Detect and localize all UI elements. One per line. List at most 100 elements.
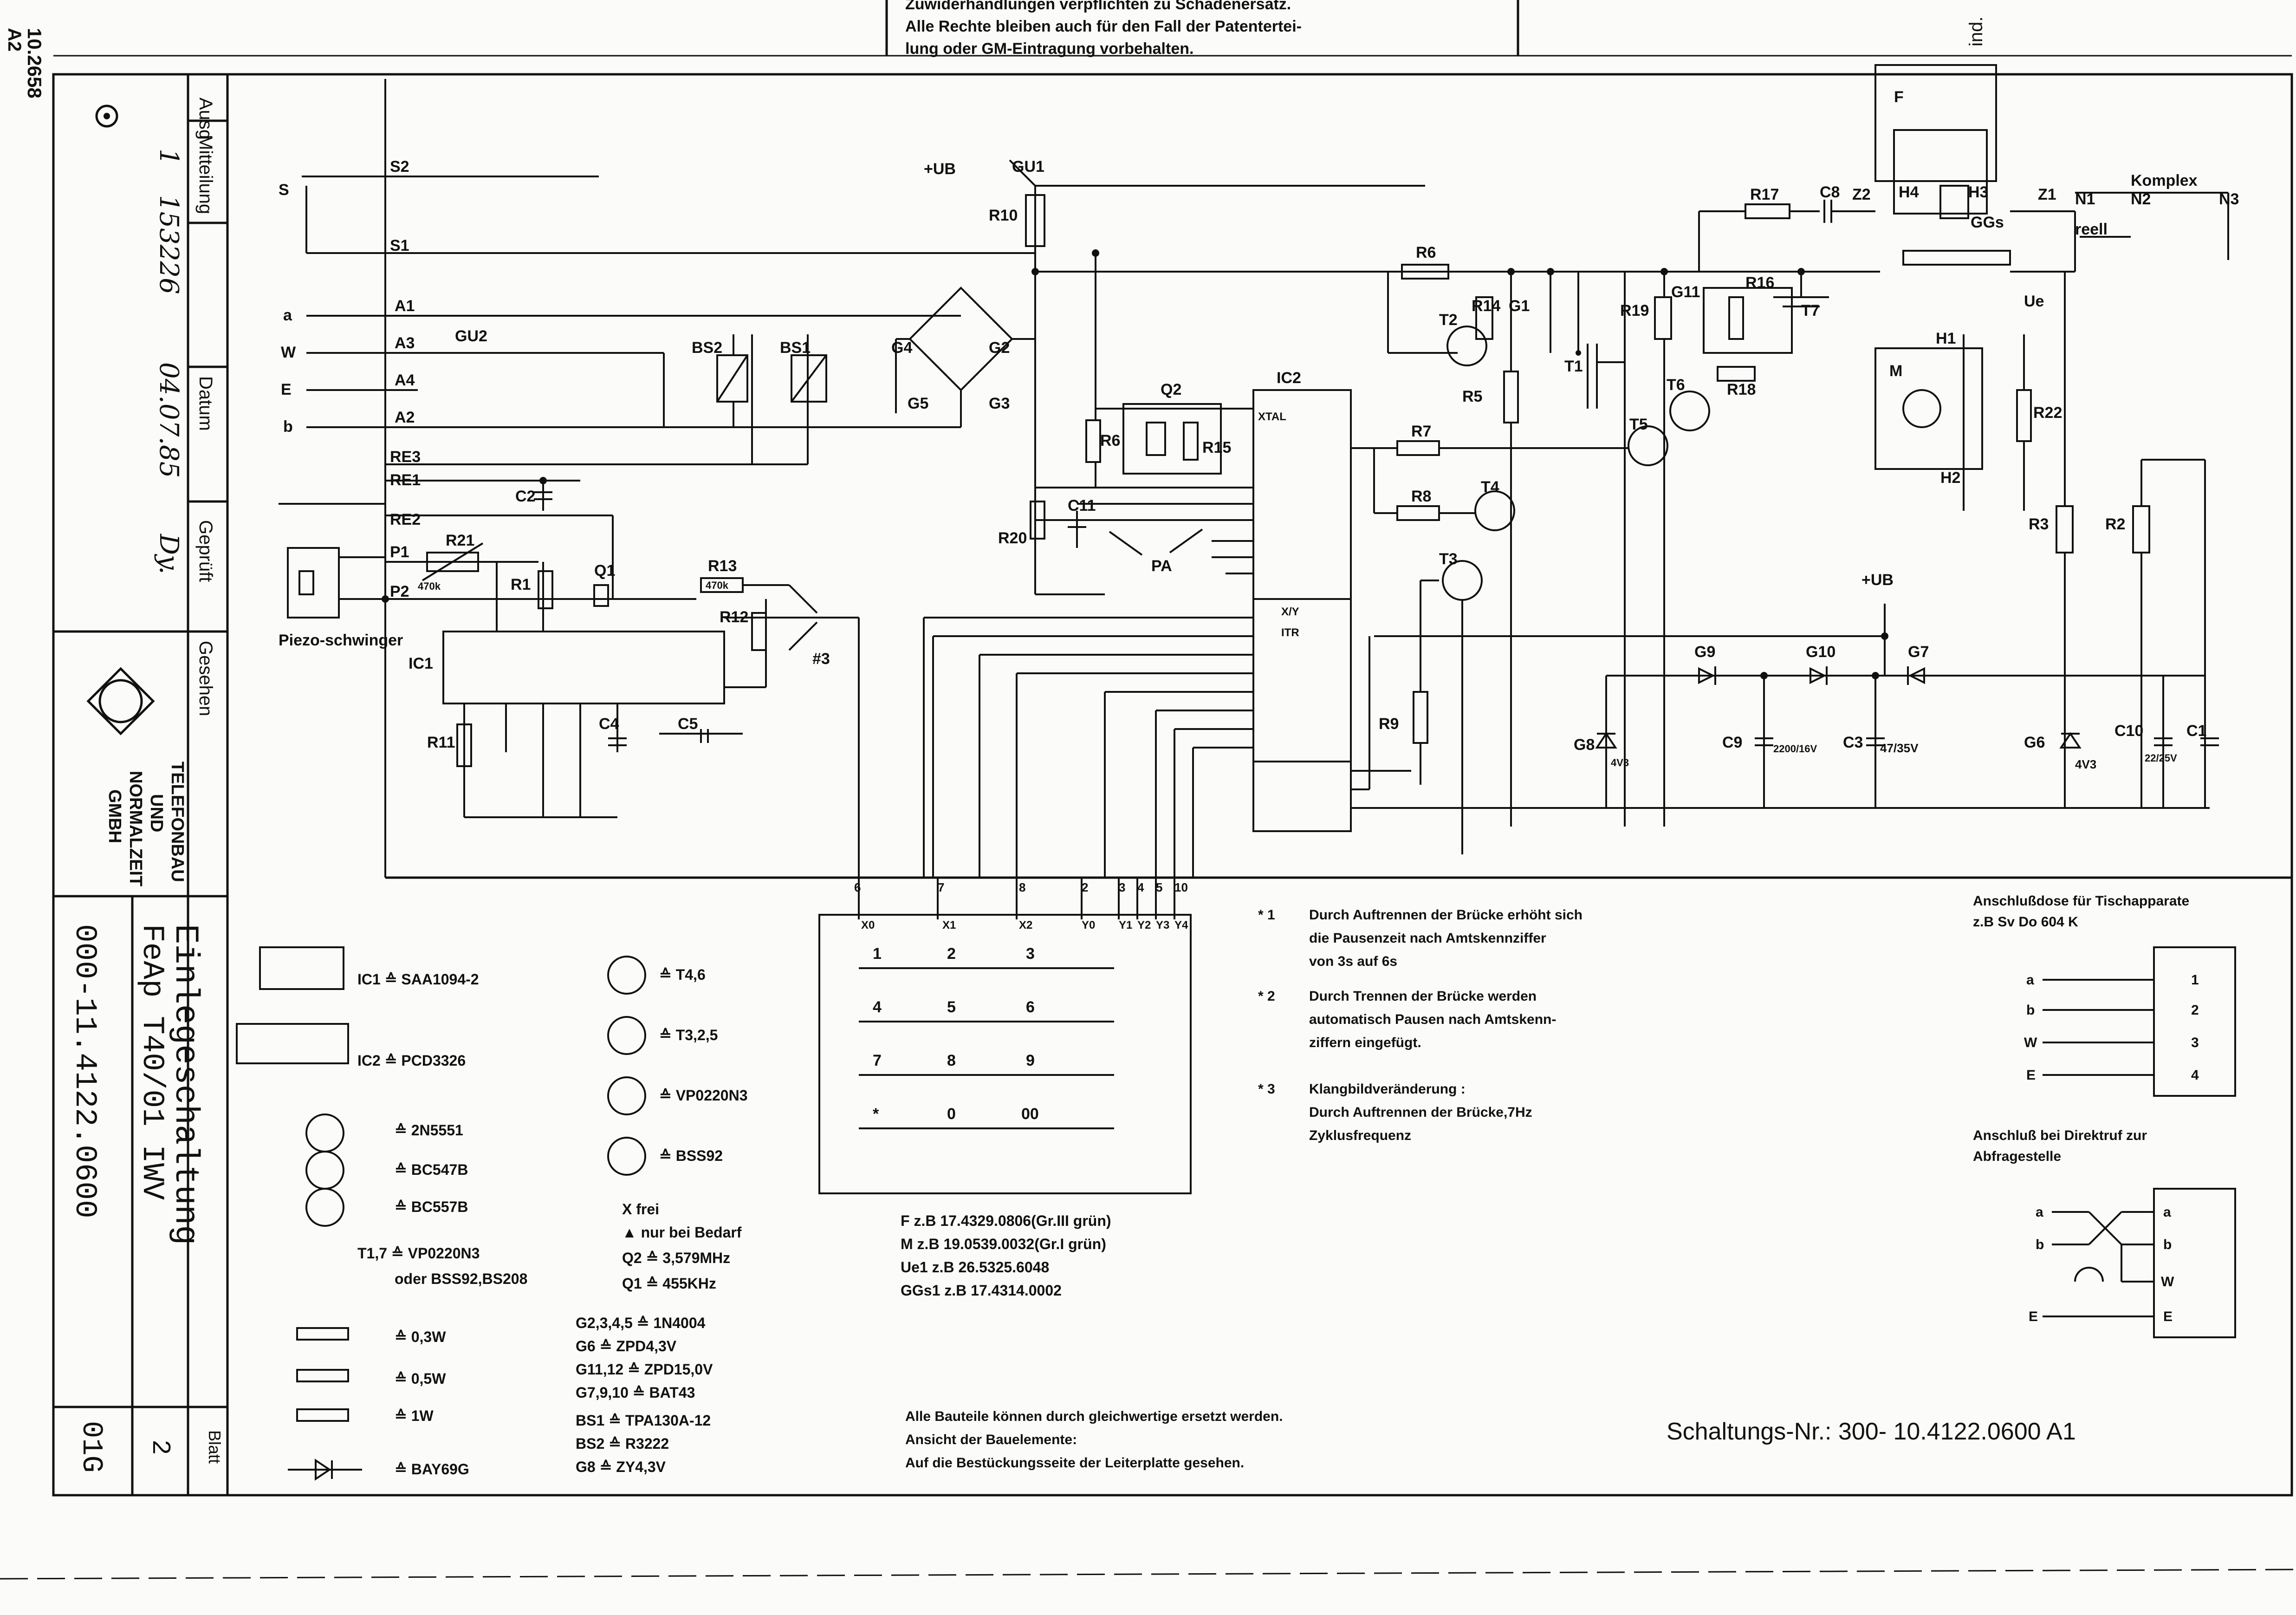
keypad-key-9: 9: [1026, 1052, 1035, 1069]
connector-1-num-4: 4: [2191, 1068, 2199, 1083]
label-r16: R16: [1745, 274, 1774, 292]
label-r20: R20: [998, 529, 1027, 547]
connector-1-pin-e: E: [2026, 1068, 2036, 1083]
connector-2-out-b: b: [2163, 1237, 2172, 1252]
keypad-key-00: 00: [1021, 1105, 1039, 1123]
label-r22: R22: [2033, 404, 2062, 422]
label-c4: C4: [599, 715, 619, 733]
terminal-a3: A3: [395, 334, 415, 352]
label-gu1: GU1: [1012, 158, 1044, 176]
rev-datum-value: 04.07.85: [154, 362, 184, 478]
keypad-pin-7: 7: [938, 880, 944, 894]
label-t7: T7: [1801, 302, 1820, 319]
label-ic2-xtal: XTAL: [1258, 410, 1286, 423]
copyright-line-2: Alle Rechte bleiben auch für den Fall de…: [905, 18, 1302, 35]
label-r1: R1: [511, 576, 531, 593]
label-h3: H3: [1968, 183, 1988, 201]
legend-bedarf: ▲ nur bei Bedarf: [622, 1224, 742, 1241]
keypad-col-y0: Y0: [1082, 919, 1095, 931]
doc-sheet: A2: [4, 28, 25, 52]
label-r8: R8: [1411, 488, 1431, 505]
keypad-key-star: *: [873, 1105, 879, 1123]
label-r21-value: 470k: [418, 580, 441, 592]
label-g1: G1: [1509, 297, 1530, 315]
title-line-1: Einlegeschaltung: [166, 924, 204, 1245]
keypad-pin-2: 2: [1082, 880, 1088, 894]
connector-1-pin-a: a: [2026, 972, 2034, 988]
label-r14: R14: [1472, 297, 1500, 315]
label-r10: R10: [989, 207, 1018, 224]
label-c5: C5: [678, 715, 698, 733]
keypad-col-y3: Y3: [1156, 919, 1169, 931]
legend-r-03w: ≙ 0,3W: [395, 1328, 446, 1345]
label-r6-osc: R6: [1100, 432, 1120, 449]
keypad-col-x2: X2: [1019, 919, 1032, 931]
label-g2: G2: [989, 339, 1010, 357]
keypad-key-7: 7: [873, 1052, 882, 1069]
legend-bc547b: ≙ BC547B: [395, 1161, 468, 1178]
label-g10: G10: [1806, 643, 1836, 661]
label-z1: Z1: [2038, 186, 2056, 203]
label-t3: T3: [1439, 550, 1458, 568]
note-2-line-3: ziffern eingefügt.: [1309, 1035, 1421, 1050]
label-h2: H2: [1940, 469, 1960, 487]
label-s2: S2: [390, 158, 409, 176]
label-r12: R12: [720, 608, 748, 626]
label-r19: R19: [1620, 302, 1649, 319]
label-r13: R13: [708, 557, 737, 575]
blatt-value: 2: [145, 1439, 175, 1455]
connector-2-title: Anschluß bei Direktruf zur: [1973, 1128, 2147, 1143]
legend-pkg-bss92: ≙ BSS92: [659, 1147, 723, 1164]
label-c1: C1: [2186, 722, 2206, 740]
keypad-key-3: 3: [1026, 945, 1035, 963]
input-e: E: [281, 381, 292, 398]
legend-q2: Q2 ≙ 3,579MHz: [622, 1250, 730, 1266]
keypad-key-6: 6: [1026, 998, 1035, 1016]
terminal-p1: P1: [390, 543, 409, 561]
title-line-2: FeAp T40/01 IWV: [135, 924, 169, 1200]
rev-col-datum: Datum: [195, 376, 216, 431]
connector-2-pin-a: a: [2036, 1205, 2043, 1220]
connector-2-out-a: a: [2163, 1205, 2171, 1220]
label-ic2: IC2: [1277, 369, 1301, 387]
label-r21: R21: [446, 532, 474, 549]
label-ggs: GGs: [1971, 214, 2004, 231]
keypad-col-x0: X0: [861, 919, 875, 931]
blatt-label: Blatt: [205, 1430, 224, 1464]
connector-2-out-w: W: [2161, 1274, 2174, 1289]
label-r13-value: 470k: [706, 580, 729, 591]
label-g3: G3: [989, 395, 1010, 412]
label-n1: N1: [2075, 190, 2095, 208]
label-c8: C8: [1820, 183, 1840, 201]
rev-ausg-value: 1: [154, 149, 184, 165]
legend-pkg-t325: ≙ T3,2,5: [659, 1027, 718, 1043]
legend-2n5551: ≙ 2N5551: [395, 1122, 463, 1139]
legend-g1112: G11,12 ≙ ZPD15,0V: [576, 1361, 713, 1378]
tn-logo: [86, 667, 155, 736]
connector-2-sub: Abfragestelle: [1973, 1149, 2061, 1164]
legend-ic1: IC1 ≙ SAA1094-2: [357, 971, 479, 988]
keypad-pin-8: 8: [1019, 880, 1025, 894]
label-n3: N3: [2219, 190, 2239, 208]
label-m: M: [1889, 362, 1902, 380]
legend-g8: G8 ≙ ZY4,3V: [576, 1459, 666, 1475]
label-n2: N2: [2131, 190, 2151, 208]
keypad-col-y1: Y1: [1119, 919, 1132, 931]
company-line-3: NORMALZEIT: [126, 771, 145, 886]
label-g6-value: 4V3: [2075, 757, 2096, 771]
label-r15: R15: [1202, 439, 1231, 456]
label-h4: H4: [1899, 183, 1919, 201]
label-r9: R9: [1379, 715, 1399, 733]
terminal-a2: A2: [395, 409, 415, 426]
label-r11: R11: [427, 734, 455, 751]
keypad-col-y2: Y2: [1137, 919, 1151, 931]
label-ic1: IC1: [409, 655, 433, 672]
terminal-a1: A1: [395, 297, 415, 315]
note-1-marker: * 1: [1258, 907, 1275, 923]
label-c11: C11: [1068, 497, 1096, 514]
label-t5: T5: [1629, 416, 1648, 433]
legend-pkg-t46: ≙ T4,6: [659, 966, 706, 983]
terminal-p2: P2: [390, 583, 409, 600]
